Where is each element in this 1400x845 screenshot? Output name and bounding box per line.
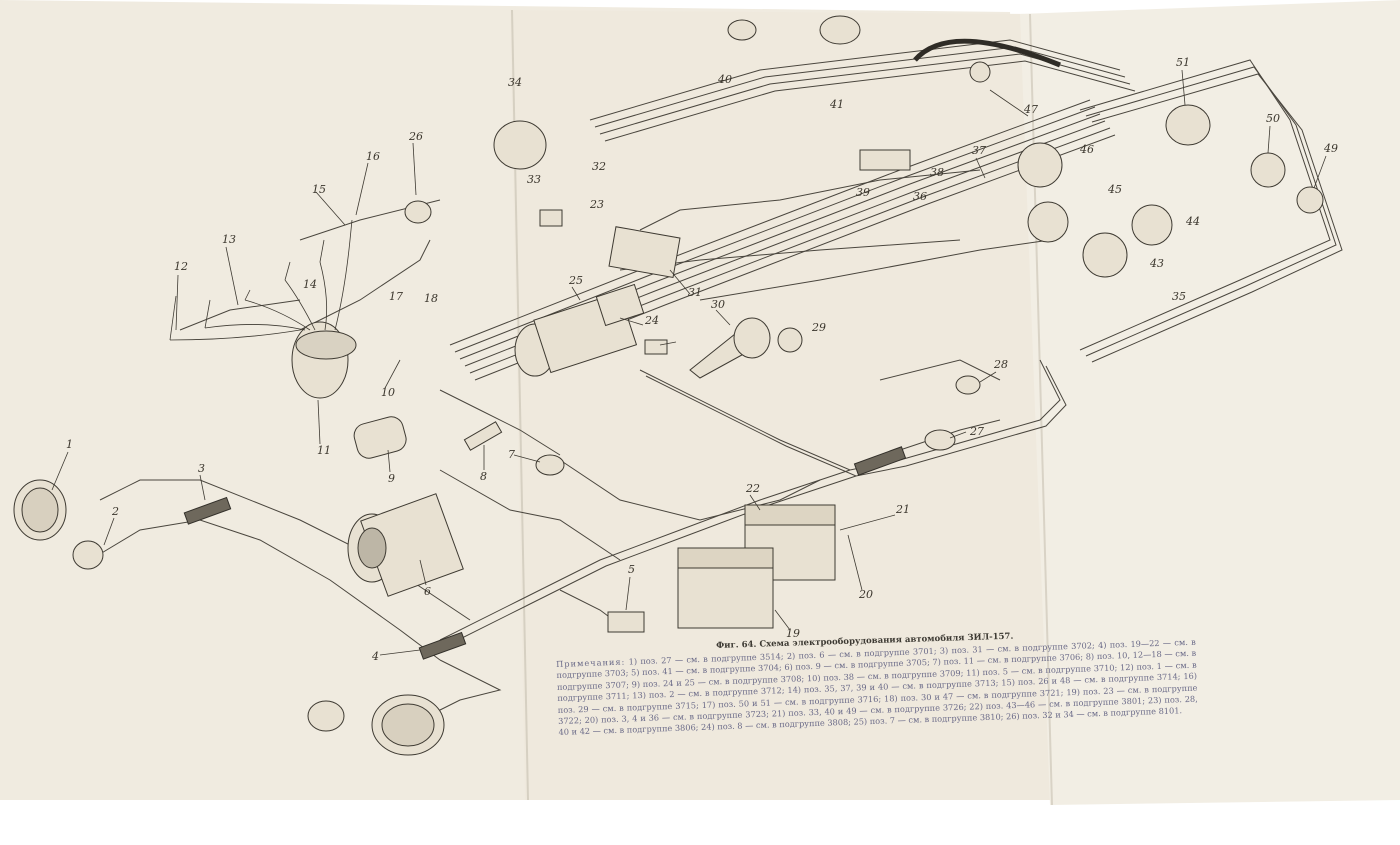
callout-3: 3 [198,462,205,475]
junction-block-3 [183,496,232,525]
callout-21: 21 [895,503,910,516]
callout-9: 9 [388,472,395,485]
callout-11: 11 [317,444,331,457]
voltage-regulator-31 [608,226,681,279]
callout-40: 40 [717,73,732,86]
sensor-7 [535,454,565,476]
switch-39-38 [859,149,911,171]
sidelamp-left-2 [72,540,104,570]
callout-27: 27 [969,425,984,438]
callout-41: 41 [829,98,844,111]
callout-22: 22 [745,482,760,495]
callout-37: 37 [972,144,986,157]
lamps-49-51 [1165,104,1324,214]
callout-1: 1 [66,438,73,451]
callout-6: 6 [424,585,431,598]
callout-23: 23 [589,198,604,211]
relay-29 [777,327,803,353]
headlamp-right-1 [371,694,445,756]
notes-heading: Примечания: [556,656,626,669]
callout-leaders [51,69,1327,656]
callout-16: 16 [366,150,380,163]
callout-33: 33 [527,173,541,186]
callout-46: 46 [1079,143,1094,156]
callout-14: 14 [303,278,317,291]
callout-51: 51 [1176,56,1190,69]
callout-30: 30 [711,298,725,311]
callout-13: 13 [222,233,236,246]
callout-4: 4 [371,650,379,663]
starter-24 [514,283,645,377]
callout-19: 19 [786,627,800,640]
callout-35: 35 [1172,290,1186,303]
spark-plugs [169,219,353,341]
ignition-coil-9 [353,416,407,459]
callout-5: 5 [628,563,635,576]
callout-39: 39 [856,186,870,199]
callout-2: 2 [111,505,119,518]
callout-32: 32 [592,160,606,173]
callout-50: 50 [1266,112,1280,125]
instrument-dome-lamps-top [727,15,861,45]
callout-18: 18 [424,292,438,305]
callout-36: 36 [913,190,927,203]
callout-8: 8 [480,470,487,483]
junction-block-4-lower [418,631,467,660]
callout-24: 24 [644,314,659,327]
callout-26: 26 [408,130,423,143]
callout-49: 49 [1323,142,1338,155]
callout-28: 28 [993,358,1008,371]
switch-27 [924,429,956,451]
distributor-11 [291,321,357,399]
gauges-43-46 [1017,142,1173,278]
battery-19 [677,547,774,629]
callout-17: 17 [389,290,403,303]
callout-45: 45 [1107,183,1122,196]
junction-block-4-right [853,446,907,476]
generator-6 [347,493,464,597]
callout-25: 25 [568,274,583,287]
callout-44: 44 [1185,215,1200,228]
horn-30 [689,317,771,379]
switch-23 [539,209,668,355]
sensor-5 [607,611,645,633]
light-switch-34 [493,120,547,170]
callout-38: 38 [930,166,944,179]
callout-29: 29 [811,321,826,334]
callout-47: 47 [1023,103,1038,116]
callout-labels: 1 2 3 4 5 6 7 8 9 10 11 12 13 14 15 16 1… [66,56,1338,663]
callout-20: 20 [858,588,873,601]
callout-12: 12 [174,260,188,273]
callout-34: 34 [508,76,522,89]
headlamp-left-1 [13,479,67,541]
sensor-8 [463,421,503,451]
lamp-26 [404,200,432,224]
callout-7: 7 [508,448,515,461]
sidelamp-right-2 [307,700,345,732]
callout-31: 31 [688,286,702,299]
callout-10: 10 [381,386,395,399]
battery-20 [744,504,836,581]
switch-28 [955,375,981,395]
steering-wheel-47 [913,38,1061,83]
callout-15: 15 [312,183,326,196]
callout-43: 43 [1149,257,1164,270]
